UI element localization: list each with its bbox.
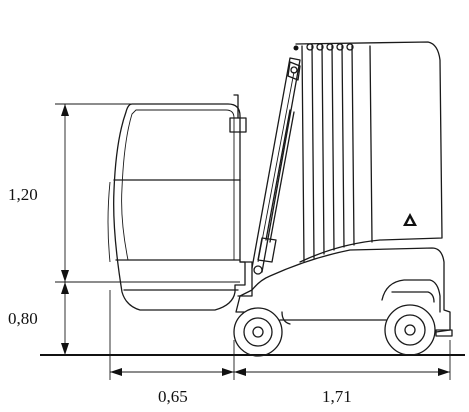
wheelbase-length-label: 1,71 bbox=[322, 387, 352, 406]
mast bbox=[293, 41, 443, 263]
lower-height-label: 0,80 bbox=[8, 309, 38, 328]
vertical-dimensions bbox=[55, 103, 150, 355]
rear-wheel bbox=[384, 304, 436, 356]
jib-arm bbox=[251, 57, 301, 275]
chassis bbox=[235, 247, 453, 337]
horizontal-dimensions bbox=[109, 290, 451, 380]
front-wheel bbox=[233, 307, 283, 357]
basket-height-label: 1,20 bbox=[8, 185, 38, 204]
platform-basket bbox=[107, 94, 253, 311]
basket-depth-label: 0,65 bbox=[158, 387, 188, 406]
